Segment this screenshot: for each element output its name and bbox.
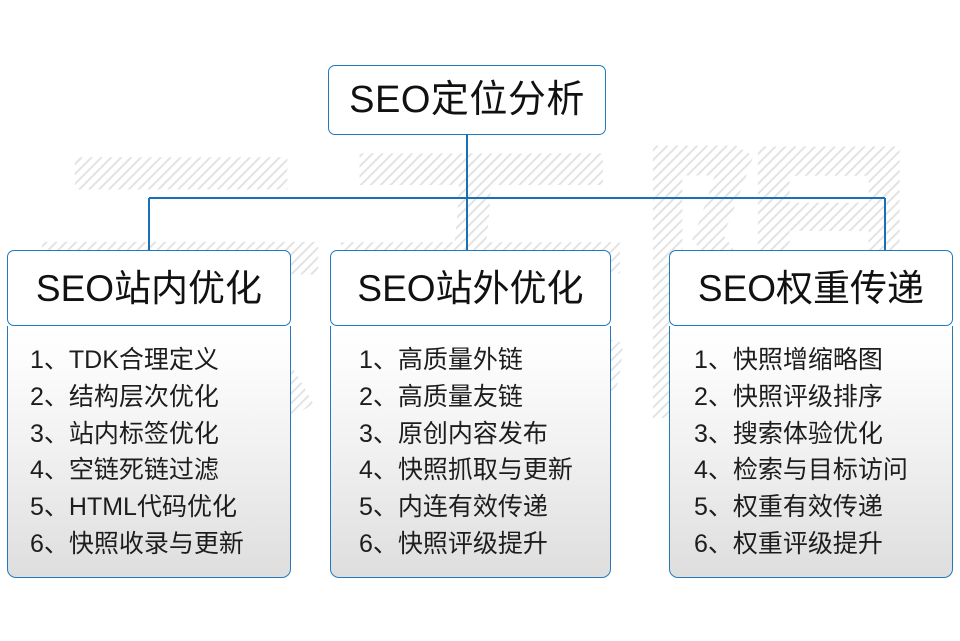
list-item: 1、 快照增缩略图 bbox=[670, 342, 952, 379]
list-item: 5、 HTML代码优化 bbox=[8, 489, 290, 526]
list-item-number: 1、 bbox=[359, 345, 398, 374]
list-item-text: TDK合理定义 bbox=[68, 345, 219, 374]
column-header-0[interactable]: SEO站内优化 bbox=[7, 250, 291, 326]
list-item-number: 3、 bbox=[694, 419, 733, 448]
list-item-number: 3、 bbox=[359, 419, 398, 448]
list-item-text: 快照评级排序 bbox=[732, 382, 883, 411]
list-item: 5、 内连有效传递 bbox=[331, 489, 610, 526]
column-header-2[interactable]: SEO权重传递 bbox=[669, 250, 953, 326]
list-item: 3、 原创内容发布 bbox=[331, 416, 610, 453]
branch-column-seo-offsite: SEO站外优化 1、 高质量外链 2、 高质量友链 3、 原创内容发布 4、 快… bbox=[330, 250, 611, 578]
column-body-0: 1、 TDK合理定义 2、 结构层次优化 3、 站内标签优化 4、 空链死链过滤… bbox=[7, 326, 291, 578]
list-item: 5、 权重有效传递 bbox=[670, 489, 952, 526]
root-node[interactable]: SEO定位分析 bbox=[328, 65, 606, 135]
list-item-text: 站内标签优化 bbox=[68, 419, 219, 448]
column-title-1: SEO站外优化 bbox=[357, 267, 584, 309]
list-item-number: 5、 bbox=[30, 493, 69, 522]
list-item-number: 4、 bbox=[694, 456, 733, 485]
list-item: 2、 快照评级排序 bbox=[670, 379, 952, 416]
list-item-text: 结构层次优化 bbox=[68, 382, 219, 411]
column-title-0: SEO站内优化 bbox=[35, 267, 263, 309]
list-item-number: 2、 bbox=[694, 382, 733, 411]
list-item-number: 5、 bbox=[359, 493, 398, 522]
list-item-text: 权重评级提升 bbox=[732, 530, 883, 559]
column-body-2: 1、 快照增缩略图 2、 快照评级排序 3、 搜索体验优化 4、 检索与目标访问… bbox=[669, 326, 953, 578]
list-item-text: HTML代码优化 bbox=[68, 493, 237, 522]
list-item-text: 高质量友链 bbox=[397, 382, 523, 411]
column-header-1[interactable]: SEO站外优化 bbox=[330, 250, 611, 326]
list-item-number: 4、 bbox=[30, 456, 69, 485]
list-item-text: 原创内容发布 bbox=[397, 419, 548, 448]
list-item: 4、 快照抓取与更新 bbox=[331, 452, 610, 489]
list-item: 3、 搜索体验优化 bbox=[670, 416, 952, 453]
list-item-text: 检索与目标访问 bbox=[732, 456, 908, 485]
branch-column-seo-onsite: SEO站内优化 1、 TDK合理定义 2、 结构层次优化 3、 站内标签优化 4… bbox=[7, 250, 291, 578]
list-item-text: 高质量外链 bbox=[397, 345, 523, 374]
list-item: 6、 快照收录与更新 bbox=[8, 526, 290, 563]
list-item: 2、 结构层次优化 bbox=[8, 379, 290, 416]
list-item-text: 空链死链过滤 bbox=[68, 456, 219, 485]
list-item-number: 3、 bbox=[30, 419, 69, 448]
list-item-number: 6、 bbox=[359, 530, 398, 559]
list-item: 1、 TDK合理定义 bbox=[8, 342, 290, 379]
list-item-text: 快照评级提升 bbox=[397, 530, 548, 559]
column-body-1: 1、 高质量外链 2、 高质量友链 3、 原创内容发布 4、 快照抓取与更新 5… bbox=[330, 326, 611, 578]
list-item-text: 内连有效传递 bbox=[397, 493, 548, 522]
list-item: 1、 高质量外链 bbox=[331, 342, 610, 379]
list-item: 4、 空链死链过滤 bbox=[8, 452, 290, 489]
list-item-text: 权重有效传递 bbox=[732, 493, 883, 522]
list-item-number: 2、 bbox=[30, 382, 69, 411]
list-item-text: 快照增缩略图 bbox=[732, 345, 883, 374]
list-item: 4、 检索与目标访问 bbox=[670, 452, 952, 489]
list-item-number: 4、 bbox=[359, 456, 398, 485]
list-item-number: 5、 bbox=[694, 493, 733, 522]
list-item-number: 2、 bbox=[359, 382, 398, 411]
list-item-text: 搜索体验优化 bbox=[732, 419, 883, 448]
list-item-text: 快照收录与更新 bbox=[68, 530, 244, 559]
branch-column-seo-weight: SEO权重传递 1、 快照增缩略图 2、 快照评级排序 3、 搜索体验优化 4、… bbox=[669, 250, 953, 578]
list-item-number: 1、 bbox=[30, 345, 69, 374]
list-item: 2、 高质量友链 bbox=[331, 379, 610, 416]
list-item: 6、 权重评级提升 bbox=[670, 526, 952, 563]
root-node-label: SEO定位分析 bbox=[349, 79, 585, 121]
list-item-number: 1、 bbox=[694, 345, 733, 374]
list-item-number: 6、 bbox=[694, 530, 733, 559]
list-item-text: 快照抓取与更新 bbox=[397, 456, 573, 485]
list-item: 6、 快照评级提升 bbox=[331, 526, 610, 563]
list-item-number: 6、 bbox=[30, 530, 69, 559]
list-item: 3、 站内标签优化 bbox=[8, 416, 290, 453]
column-title-2: SEO权重传递 bbox=[697, 267, 925, 309]
